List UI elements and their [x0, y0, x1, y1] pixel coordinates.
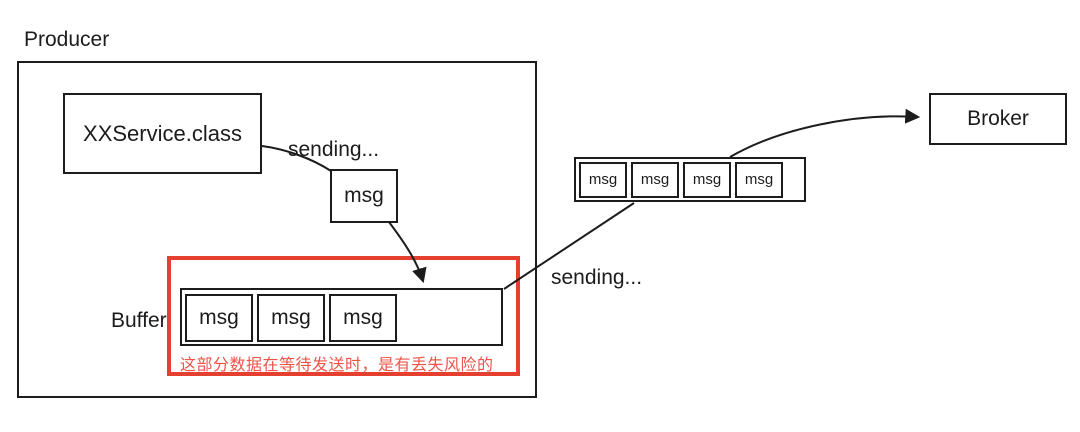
- msg-label: msg: [588, 171, 618, 188]
- msg-label: msg: [271, 306, 311, 329]
- buffer-risk-warning: 这部分数据在等待发送时，是有丢失风险的: [180, 357, 494, 374]
- queue-msg-node: msg: [683, 161, 731, 198]
- msg-label: msg: [199, 306, 239, 329]
- queue-msg-node: msg: [631, 161, 679, 198]
- broker-node: Broker: [929, 93, 1067, 145]
- msg-node-inflight: msg: [330, 169, 398, 223]
- buffer-container: msg msg msg: [180, 288, 503, 346]
- msg-label: msg: [344, 184, 384, 207]
- arrow-send-queue-to-broker-icon: [729, 108, 921, 158]
- producer-title: Producer: [24, 28, 110, 51]
- sending-status-top: sending...: [288, 138, 380, 161]
- send-queue-container: msg msg msg msg: [574, 157, 806, 202]
- service-label: XXService.class: [83, 120, 242, 146]
- msg-label: msg: [744, 171, 774, 188]
- msg-label: msg: [640, 171, 670, 188]
- service-node: XXService.class: [63, 93, 262, 174]
- buffer-msg-node: msg: [185, 294, 253, 342]
- msg-label: msg: [343, 306, 383, 329]
- queue-msg-node: msg: [579, 161, 627, 198]
- risk-highlight-rect: [167, 256, 520, 376]
- broker-label: Broker: [967, 107, 1029, 130]
- sending-status-bottom: sending...: [551, 266, 643, 289]
- queue-msg-node: msg: [735, 161, 783, 198]
- buffer-msg-node: msg: [257, 294, 325, 342]
- buffer-msg-node: msg: [329, 294, 397, 342]
- buffer-title: Buffer: [111, 309, 167, 332]
- msg-label: msg: [692, 171, 722, 188]
